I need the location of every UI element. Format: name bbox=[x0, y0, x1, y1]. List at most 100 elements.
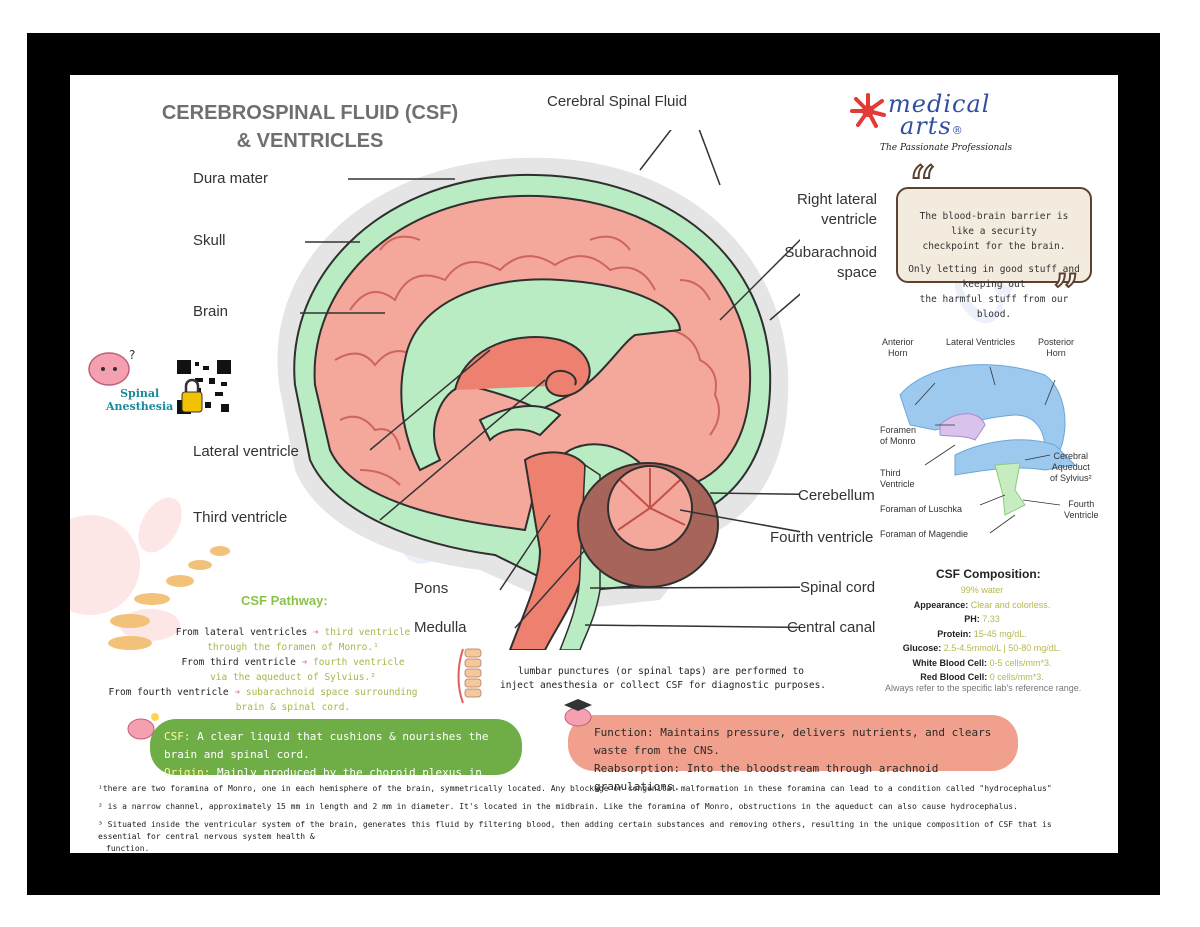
logo-line-1: medical bbox=[888, 90, 991, 118]
quote-line-4: the harmful stuff from our blood. bbox=[919, 294, 1069, 320]
comp-appearance-k: Appearance: bbox=[913, 599, 969, 610]
comp-protein-k: Protein: bbox=[937, 628, 972, 639]
label-fourth-ventricle: Fourth ventricle bbox=[770, 529, 874, 546]
anterior-horn-1: Anterior bbox=[882, 337, 914, 347]
label-leaders bbox=[300, 130, 800, 629]
page-title: CEREBROSPINAL FLUID (CSF) & VENTRICLES bbox=[150, 99, 470, 155]
comp-glucose-k: Glucose: bbox=[902, 643, 942, 653]
footnote-3b: function. bbox=[106, 844, 150, 853]
red-line-2: Reabsorption: Into the bloodstream throu… bbox=[594, 760, 1004, 796]
footnote-2: ² is a narrow channel, approximately 15 … bbox=[98, 802, 1018, 811]
arrow-icon: ➜ bbox=[234, 687, 241, 698]
green-v2: Mainly produced by the choroid plexus in… bbox=[164, 766, 482, 797]
open-quote-icon: “ bbox=[907, 155, 937, 218]
green-v1: A clear liquid that cushions & nourishes… bbox=[164, 730, 489, 761]
title-line-1: CEREBROSPINAL FLUID (CSF) bbox=[161, 102, 459, 124]
label-cerebellum: Cerebellum bbox=[798, 487, 875, 504]
label-pons: Pons bbox=[414, 580, 449, 597]
label-brain: Brain bbox=[193, 303, 229, 320]
label-third-ventricle: Third ventricle bbox=[193, 509, 288, 526]
label-spinal-cord: Spinal cord bbox=[800, 579, 876, 596]
comp-glucose-v: 2.5-4.5mmol/L | 50-80 mg/dL. bbox=[943, 643, 1062, 653]
csf-function-box: Function: Maintains pressure, delivers n… bbox=[568, 715, 1018, 793]
anterior-horn-2: Horn bbox=[888, 348, 908, 358]
green-line-1: CSF: A clear liquid that cushions & nour… bbox=[164, 728, 508, 764]
red-v2: Into the bloodstream through arachnoid g… bbox=[594, 762, 939, 793]
comp-wbc: White Blood Cell: 0-5 cells/mm*3. bbox=[882, 656, 1082, 671]
comp-wbc-v: 0-5 cells/mm*3. bbox=[989, 657, 1052, 668]
fourth-v-1: Fourth bbox=[1068, 499, 1095, 509]
comp-water: 99% water bbox=[960, 585, 1004, 595]
footnote-1: ¹there are two foramina of Monro, one in… bbox=[98, 784, 1052, 793]
pw-l5a: From fourth ventricle bbox=[108, 687, 229, 698]
arrow-icon: ➜ bbox=[313, 627, 319, 638]
label-central-canal: Central canal bbox=[787, 619, 876, 636]
spinal-anesthesia-2: Anesthesia bbox=[106, 400, 174, 413]
fourth-ventricle-green bbox=[994, 462, 1026, 516]
posterior-horn-2: Horn bbox=[1046, 348, 1066, 358]
pw-l1a: From lateral ventricles bbox=[175, 627, 308, 638]
label-foramen-monro: Foramen of Monro bbox=[880, 425, 916, 447]
graduate-brain-icon bbox=[564, 699, 592, 727]
pw-l3a: From third ventricle bbox=[181, 657, 296, 668]
lumbar-line-2: inject anesthesia or collect CSF for dia… bbox=[500, 680, 827, 691]
logo-splash-icon bbox=[850, 93, 886, 128]
footnote-3a: ³ Situated inside the ventricular system… bbox=[98, 820, 1052, 841]
arrow-icon: ➜ bbox=[301, 657, 308, 668]
label-lateral-ventricles: Lateral Ventricles bbox=[946, 337, 1016, 347]
pathway-line-5: From fourth ventricle ➜ subarachnoid spa… bbox=[88, 685, 438, 700]
ventricles-diagram bbox=[899, 364, 1077, 534]
pathway-title: CSF Pathway: bbox=[241, 593, 328, 608]
red-v1: Maintains pressure, delivers nutrients, … bbox=[594, 726, 992, 757]
comp-ph: PH: 7.33 bbox=[882, 612, 1082, 627]
title-line-2: & VENTRICLES bbox=[236, 130, 384, 152]
pathway-line-2: through the foramen of Monro.¹ bbox=[207, 642, 379, 653]
brain-mascot-icon: ? bbox=[88, 348, 135, 386]
close-quote-icon: ” bbox=[1051, 263, 1081, 326]
lumbar-line-1: lumbar punctures (or spinal taps) are pe… bbox=[518, 666, 804, 677]
comp-rbc: Red Blood Cell: 0 cells/mm*3. bbox=[882, 670, 1082, 685]
splash-decoration bbox=[70, 497, 182, 641]
third-ventricle-shape bbox=[478, 404, 562, 442]
label-third-ventricle-small: Third Ventricle bbox=[880, 468, 915, 490]
red-k2: Reabsorption: bbox=[594, 762, 681, 775]
logo-line-2-wrap: arts® bbox=[888, 114, 990, 142]
aqueduct-3: of Sylvius² bbox=[1050, 473, 1092, 483]
logo-text: medical arts® bbox=[888, 90, 991, 142]
green-k2: Origin: bbox=[164, 766, 211, 779]
quote-line-1: The blood-brain barrier is like a securi… bbox=[919, 211, 1069, 237]
label-dura-mater: Dura mater bbox=[193, 170, 269, 187]
comp-appearance: Appearance: Clear and colorless. bbox=[882, 598, 1082, 613]
comp-glucose: Glucose: 2.5-4.5mmol/L | 50-80 mg/dL. bbox=[882, 641, 1082, 656]
pw-l5b: subarachnoid space surrounding bbox=[245, 687, 418, 698]
composition-title: CSF Composition: bbox=[936, 567, 1041, 581]
comp-rbc-v: 0 cells/mm*3. bbox=[989, 672, 1044, 682]
quote-line-3: Only letting in good stuff and keeping o… bbox=[908, 264, 1080, 290]
pathway-text: From lateral ventricles ➜ third ventricl… bbox=[109, 625, 438, 715]
brain-diagram bbox=[277, 130, 800, 650]
spinal-anesthesia-1: Spinal bbox=[120, 387, 160, 400]
aqueduct-2: Aqueduct bbox=[1051, 462, 1090, 472]
red-line-1: Function: Maintains pressure, delivers n… bbox=[594, 724, 1004, 760]
csf-definition-box: CSF: A clear liquid that cushions & nour… bbox=[150, 719, 522, 797]
third-ventricle-purple bbox=[939, 413, 986, 441]
quote-line-2: checkpoint for the brain. bbox=[922, 241, 1066, 252]
comp-ph-v: 7.33 bbox=[982, 614, 1000, 624]
comp-protein: Protein: 15-45 mg/dL. bbox=[882, 627, 1082, 642]
comp-rbc-k: Red Blood Cell: bbox=[920, 672, 988, 682]
green-line-2: Origin: Mainly produced by the choroid p… bbox=[164, 764, 508, 800]
qr-code-icon[interactable] bbox=[175, 358, 233, 418]
logo-reg: ® bbox=[951, 124, 964, 137]
label-lateral-ventricle: Lateral ventricle bbox=[193, 443, 299, 460]
label-posterior-horn: Posterior Horn bbox=[1038, 337, 1074, 359]
spinal-anesthesia-label[interactable]: Spinal Anesthesia bbox=[106, 387, 173, 413]
posterior-horn-1: Posterior bbox=[1038, 337, 1075, 347]
comp-wbc-k: White Blood Cell: bbox=[912, 657, 987, 668]
label-medulla: Medulla bbox=[414, 619, 467, 636]
lumbar-note: lumbar punctures (or spinal taps) are pe… bbox=[500, 665, 826, 693]
label-subarachnoid-space: Subarachnoid space bbox=[770, 243, 877, 283]
pw-l3b: fourth ventricle bbox=[313, 657, 405, 668]
logo-tagline: The Passionate Professionals bbox=[880, 143, 1013, 153]
foramen-monro-1: Foramen bbox=[880, 425, 917, 435]
label-right-lateral-ventricle: Right lateral ventricle bbox=[770, 190, 877, 230]
